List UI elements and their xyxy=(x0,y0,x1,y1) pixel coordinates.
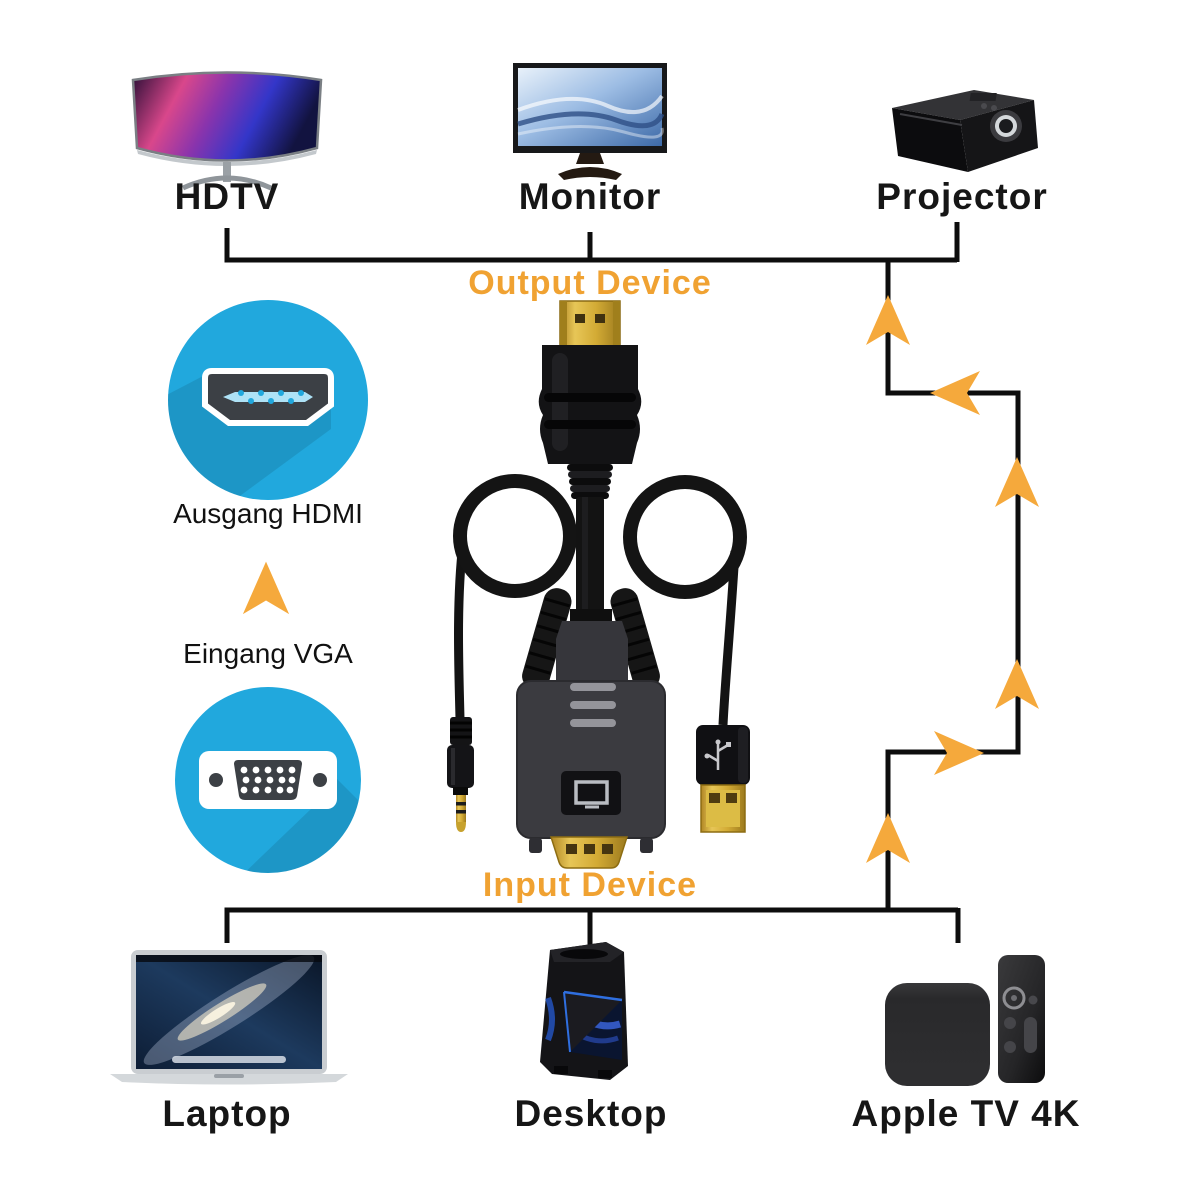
hdmi-port-icon xyxy=(168,300,368,500)
input-device-caption: Input Device xyxy=(482,866,698,904)
black-connector-lines xyxy=(224,222,1021,947)
device-hdtv-label: HDTV xyxy=(174,176,280,217)
vga-port-icon xyxy=(175,687,361,873)
arrow-up-icon xyxy=(866,813,910,863)
arrow-up-icon xyxy=(995,457,1039,507)
arrow-up-icon xyxy=(995,659,1039,709)
device-appletv-label: Apple TV 4K xyxy=(851,1093,1081,1134)
device-projector-label: Projector xyxy=(876,176,1048,217)
usb-plug xyxy=(696,725,750,833)
cable-wing xyxy=(610,588,660,690)
cable-wing xyxy=(522,588,572,690)
output-device-caption: Output Device xyxy=(468,264,712,302)
apple-tv-image xyxy=(885,955,1045,1086)
desktop-image xyxy=(540,942,628,1080)
hdtv-image xyxy=(131,71,323,191)
flow-arrows xyxy=(242,295,1039,863)
arrow-up-icon xyxy=(866,295,910,345)
vga-to-hdmi-cable-image xyxy=(447,300,750,869)
vga-input-label: Eingang VGA xyxy=(183,638,353,669)
laptop-image xyxy=(110,950,348,1085)
projector-image xyxy=(892,90,1038,172)
monitor-image xyxy=(513,63,667,180)
audio-jack xyxy=(447,717,474,832)
device-monitor-label: Monitor xyxy=(518,176,662,217)
hdmi-output-label: Ausgang HDMI xyxy=(173,498,363,529)
arrow-left-icon xyxy=(930,371,980,415)
arrow-right-icon xyxy=(934,731,984,775)
arrow-up-icon xyxy=(242,561,290,615)
device-laptop-label: Laptop xyxy=(162,1093,292,1134)
device-desktop-label: Desktop xyxy=(514,1093,668,1134)
